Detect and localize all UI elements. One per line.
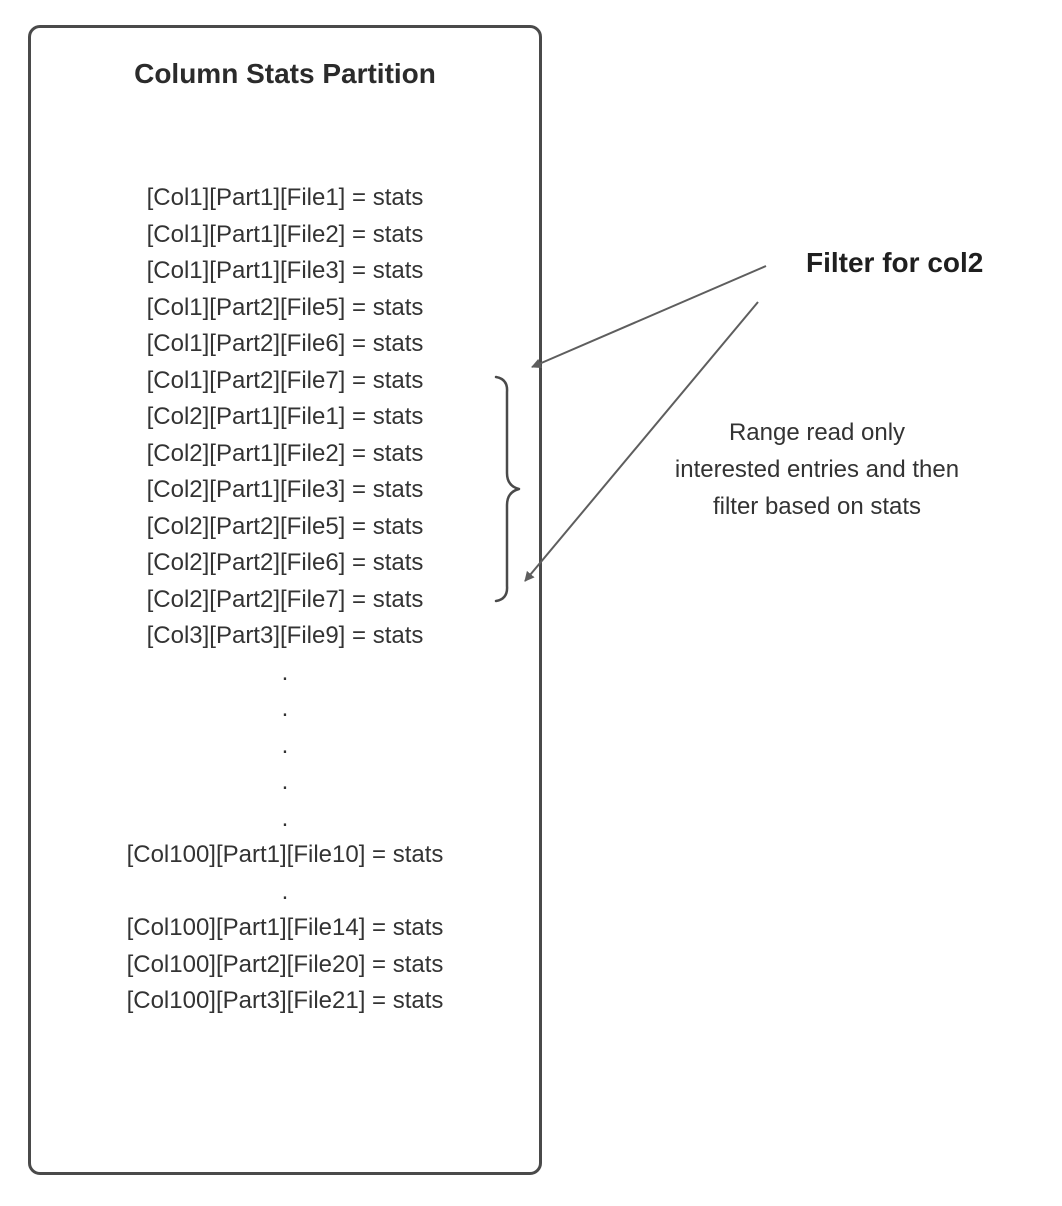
entry-line: [Col2][Part2][File7] = stats (146, 585, 424, 613)
range-note: Range read only interested entries and t… (674, 419, 960, 520)
entry-line: [Col100][Part2][File20] = stats (126, 950, 444, 978)
entries-list: [Col1][Part1][File1] = stats [Col1][Part1… (31, 180, 539, 1020)
diagram-title: Column Stats Partition (134, 58, 436, 89)
entry-line: [Col2][Part1][File2] = stats (146, 439, 424, 467)
column-stats-partition-box: Column Stats Partition [Col1][Part1][Fil… (28, 25, 542, 1175)
entry-line: [Col1][Part1][File3] = stats (146, 257, 424, 284)
entry-line: [Col100][Part3][File21] = stats (126, 987, 444, 1014)
entry-line: [Col100][Part1][File10] = stats (126, 841, 444, 868)
entry-line: . (281, 695, 289, 722)
entry-line: [Col1][Part1][File1] = stats (146, 184, 424, 211)
entry-line: [Col1][Part2][File7] = stats (146, 366, 424, 394)
entry-line: [Col100][Part1][File14] = stats (126, 914, 444, 941)
entry-line: [Col3][Part3][File9] = stats (146, 622, 424, 649)
entry-line: [Col1][Part1][File2] = stats (146, 220, 424, 248)
entry-line: [Col1][Part2][File6] = stats (146, 330, 424, 357)
entry-line: . (281, 768, 289, 795)
entry-line: . (281, 731, 289, 759)
entry-line: [Col2][Part2][File5] = stats (146, 512, 424, 540)
entry-line: . (281, 877, 289, 905)
entry-line: [Col2][Part2][File6] = stats (146, 549, 424, 576)
filter-label: Filter for col2 (806, 247, 984, 278)
entry-line: [Col2][Part1][File3] = stats (146, 476, 424, 503)
entry-line: [Col1][Part2][File5] = stats (146, 293, 424, 321)
entry-line: . (281, 804, 289, 832)
entry-line: [Col2][Part1][File1] = stats (146, 403, 424, 430)
arrow-to-col2-top (531, 265, 767, 369)
entry-line: . (281, 658, 289, 686)
